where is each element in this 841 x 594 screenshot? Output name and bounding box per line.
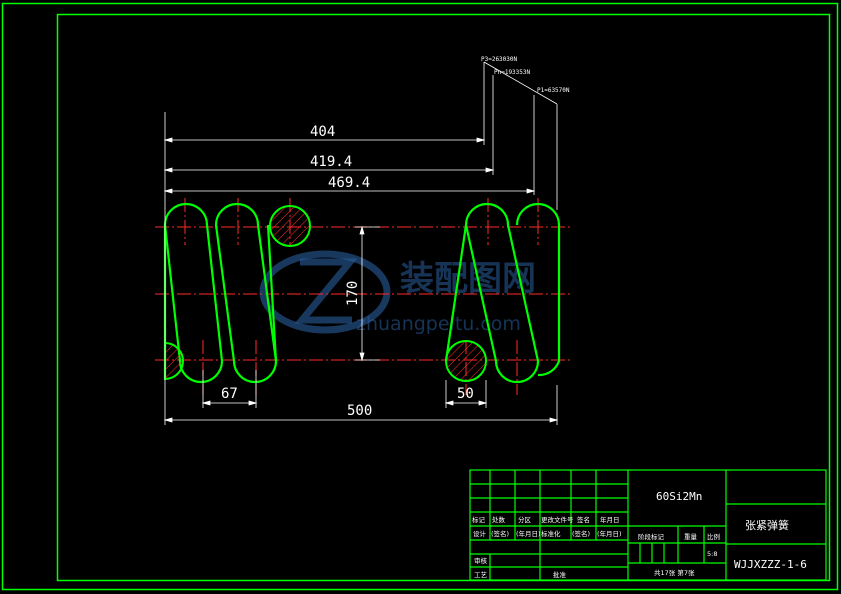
stage-label: 阶段标记 [638,532,665,541]
dim-469-4: 469.4 [328,175,370,191]
dim-500: 500 [347,403,372,419]
drawing-number: WJJXZZZ-1-6 [734,558,807,571]
svg-text:(签名): (签名) [572,529,590,538]
title-block [469,469,827,581]
dim-419-4: 419.4 [310,154,352,170]
svg-text:处数: 处数 [492,515,506,524]
svg-text:年月日: 年月日 [600,515,620,524]
svg-text:更改文件号: 更改文件号 [541,515,574,524]
title-block-row1: 标记 处数 分区 更改文件号 签名 年月日 [472,515,620,524]
spring-coils [163,202,561,384]
watermark: 装配图网 zhuangpeitu.com [259,250,536,335]
dim-50: 50 [457,386,474,402]
dimension-lines [163,112,559,425]
svg-text:(年月日): (年月日) [597,529,622,538]
part-name: 张紧弹簧 [745,518,789,532]
dim-404: 404 [310,124,335,140]
svg-text:(签名): (签名) [491,529,509,538]
watermark-url: zhuangpeitu.com [356,313,521,335]
sheets-label: 共17张 第7张 [654,568,695,577]
svg-text:标记: 标记 [472,515,486,524]
watermark-logo-icon [259,250,391,334]
watermark-name: 装配图网 [400,259,536,299]
scale-label: 比例 [707,532,720,541]
dim-170: 170 [345,281,361,306]
process-label: 工艺 [474,571,488,579]
load-p1: P1=63570N [537,87,570,94]
svg-text:签名: 签名 [577,515,590,524]
material-label: 60Si2Mn [656,490,702,503]
scale-value: 5:8 [707,550,717,558]
review-label: 审核 [474,556,488,565]
svg-text:(年月日): (年月日) [516,529,541,538]
load-diagram [483,61,558,210]
wire-sections [164,205,487,382]
dim-67: 67 [221,386,238,402]
weight-label: 重量 [684,533,698,541]
svg-text:设计: 设计 [473,529,487,538]
svg-text:分区: 分区 [518,515,532,524]
load-p3: P3=263030N [481,56,518,63]
title-block-row2: 设计 (签名) (年月日) 标准化 (签名) (年月日) [473,529,622,538]
svg-text:标准化: 标准化 [541,529,561,538]
approve-label: 批准 [553,570,567,579]
load-pn: Pn=193353N [494,69,531,76]
inner-frame [56,13,831,582]
